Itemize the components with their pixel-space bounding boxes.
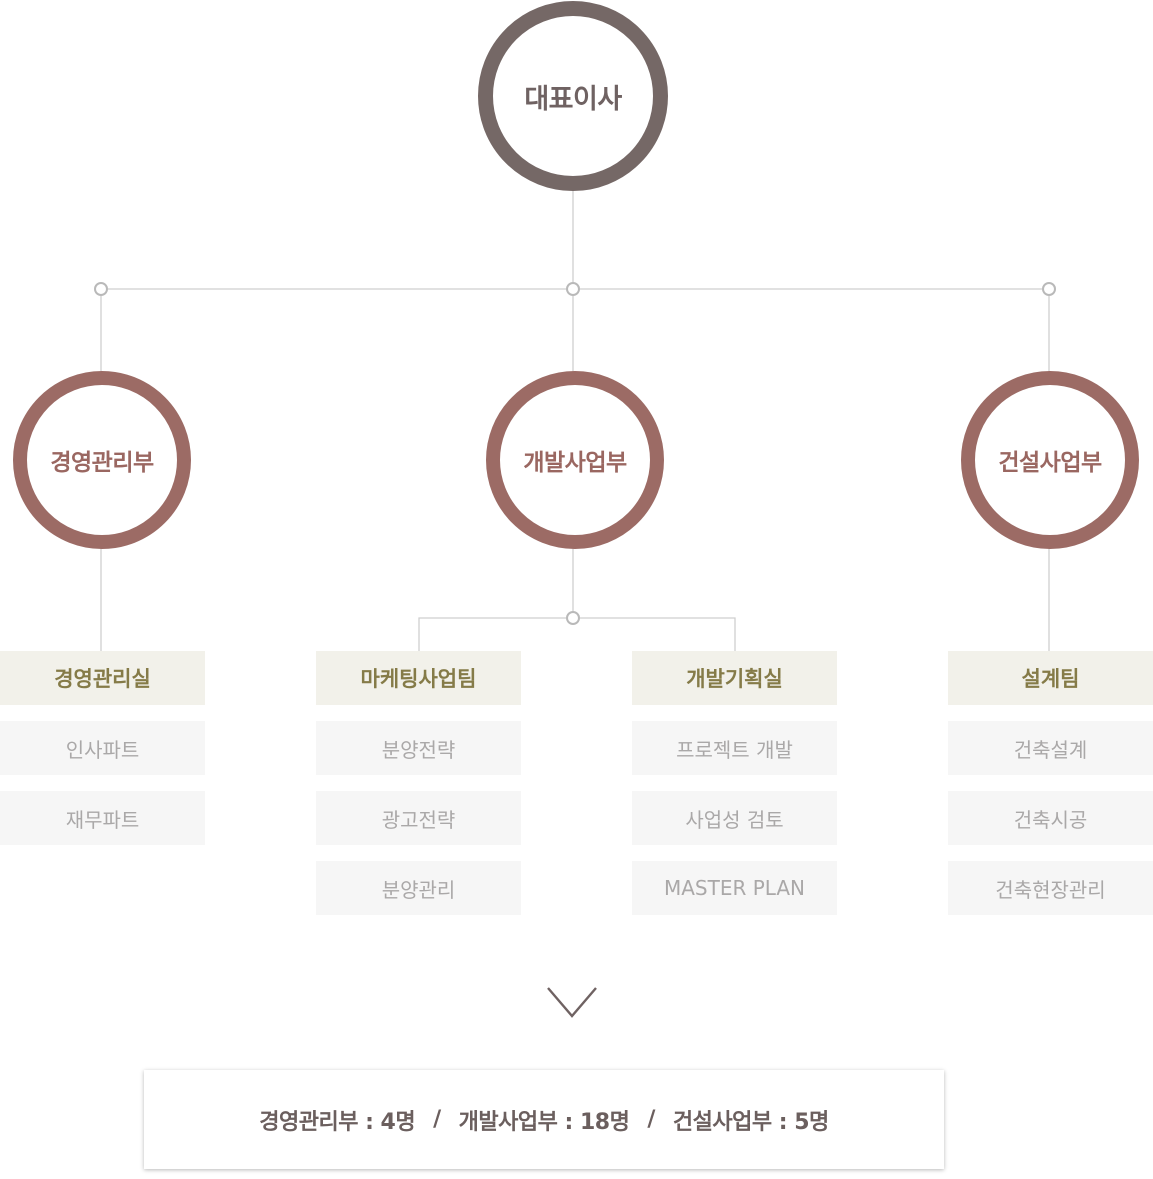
dept-node-management: 경영관리부 — [13, 371, 191, 549]
dept-label: 개발사업부 — [523, 450, 627, 476]
item-label: 건축설계 — [1013, 737, 1088, 762]
summary-management: 경영관리부 : 4명 — [259, 1109, 416, 1135]
item-label: 분양전략 — [381, 737, 456, 762]
list-item: 분양관리 — [316, 861, 521, 915]
list-item: 건축시공 — [948, 791, 1153, 845]
list-item: 사업성 검토 — [632, 791, 837, 845]
chevron-down-icon — [547, 987, 597, 1018]
summary-separator: / — [433, 1107, 441, 1132]
item-label: 재무파트 — [65, 807, 140, 832]
team-label: 설계팀 — [1021, 667, 1080, 691]
list-item: 인사파트 — [0, 721, 205, 775]
ceo-label: 대표이사 — [524, 83, 622, 115]
item-label: 광고전략 — [381, 807, 456, 832]
list-item: 분양전략 — [316, 721, 521, 775]
team-label: 경영관리실 — [54, 667, 151, 691]
dept-node-construction: 건설사업부 — [961, 371, 1139, 549]
item-label: 인사파트 — [65, 737, 140, 762]
connector-node-icon — [566, 282, 580, 296]
team-management-office: 경영관리실 — [0, 651, 205, 705]
item-label: 프로젝트 개발 — [676, 737, 793, 762]
summary-separator: / — [647, 1107, 655, 1132]
list-item: 건축설계 — [948, 721, 1153, 775]
summary-development: 개발사업부 : 18명 — [458, 1109, 630, 1135]
item-label: 분양관리 — [381, 877, 456, 902]
list-item: 건축현장관리 — [948, 861, 1153, 915]
connector-node-icon — [94, 282, 108, 296]
summary-construction: 건설사업부 : 5명 — [672, 1109, 829, 1135]
connector-node-icon — [1042, 282, 1056, 296]
team-marketing: 마케팅사업팀 — [316, 651, 521, 705]
connector-node-icon — [566, 611, 580, 625]
item-label: MASTER PLAN — [663, 876, 806, 900]
item-label: 건축현장관리 — [995, 877, 1106, 902]
dept-label: 경영관리부 — [50, 450, 154, 476]
team-label: 개발기획실 — [686, 667, 783, 691]
dept-node-development: 개발사업부 — [486, 371, 664, 549]
team-development-planning: 개발기획실 — [632, 651, 837, 705]
team-label: 마케팅사업팀 — [360, 667, 477, 691]
headcount-summary: 경영관리부 : 4명 / 개발사업부 : 18명 / 건설사업부 : 5명 — [144, 1070, 944, 1169]
list-item: 재무파트 — [0, 791, 205, 845]
list-item: 프로젝트 개발 — [632, 721, 837, 775]
ceo-node: 대표이사 — [478, 1, 668, 191]
item-label: 사업성 검토 — [685, 807, 784, 832]
dept-label: 건설사업부 — [998, 450, 1102, 476]
team-design: 설계팀 — [948, 651, 1153, 705]
list-item: 광고전략 — [316, 791, 521, 845]
list-item: MASTER PLAN — [632, 861, 837, 915]
item-label: 건축시공 — [1013, 807, 1088, 832]
